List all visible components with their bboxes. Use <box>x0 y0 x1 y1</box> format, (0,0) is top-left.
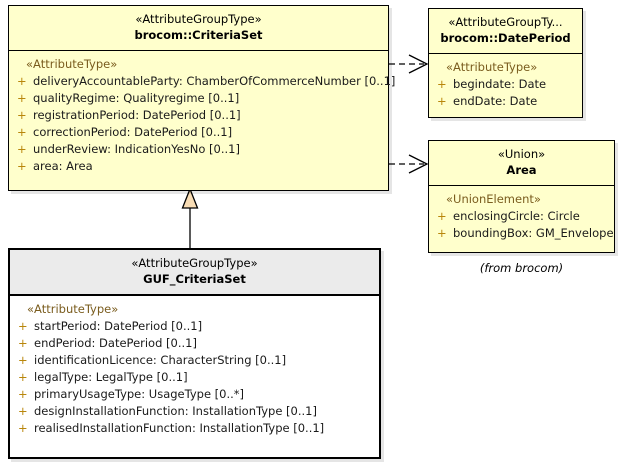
class-box-area[interactable]: «Union» Area «UnionElement» + enclosingC… <box>428 140 615 253</box>
visibility-marker: + <box>18 370 28 384</box>
class-attributes-compartment: «AttributeType» + begindate: Date + endD… <box>429 54 582 116</box>
class-stereotype: «Union» <box>497 147 546 161</box>
visibility-marker: + <box>17 142 27 156</box>
dependency-connector-dateperiod <box>389 54 429 74</box>
visibility-marker: + <box>17 74 27 88</box>
attribute-label: endDate: Date <box>453 94 538 108</box>
attribute-label: primaryUsageType: UsageType [0..*] <box>34 387 245 401</box>
class-attributes-compartment: «AttributeType» + deliveryAccountablePar… <box>9 51 395 181</box>
class-name: Area <box>506 163 537 177</box>
attribute-row[interactable]: + begindate: Date <box>433 76 578 93</box>
visibility-marker: + <box>17 159 27 173</box>
visibility-marker: + <box>18 404 28 418</box>
attribute-row[interactable]: + designInstallationFunction: Installati… <box>14 403 375 420</box>
attribute-row[interactable]: + boundingBox: GM_Envelope <box>433 225 614 242</box>
open-arrowhead-icon <box>408 154 429 174</box>
attribute-label: area: Area <box>33 159 93 173</box>
attribute-label: correctionPeriod: DatePeriod [0..1] <box>33 125 233 139</box>
attribute-group-stereotype: «AttributeType» <box>26 57 118 71</box>
attribute-row[interactable]: + enclosingCircle: Circle <box>433 208 610 225</box>
attribute-row[interactable]: + qualityRegime: Qualityregime [0..1] <box>13 90 384 107</box>
attribute-group-stereotype: «AttributeType» <box>27 302 119 316</box>
class-stereotype: «AttributeGroupType» <box>131 256 258 270</box>
attribute-label: identificationLicence: CharacterString [… <box>34 353 287 367</box>
class-attributes-compartment: «UnionElement» + enclosingCircle: Circle… <box>429 186 614 248</box>
class-stereotype: «AttributeGroupType» <box>135 12 262 26</box>
attribute-label: legalType: LegalType [0..1] <box>34 370 188 384</box>
class-stereotype: «AttributeGroupTy... <box>448 15 563 29</box>
attribute-label: enclosingCircle: Circle <box>453 209 580 223</box>
class-name: brocom::CriteriaSet <box>134 28 263 42</box>
attribute-group-stereotype: «AttributeType» <box>446 60 538 74</box>
attribute-row[interactable]: + realisedInstallationFunction: Installa… <box>14 420 375 437</box>
attribute-row[interactable]: + endDate: Date <box>433 93 578 110</box>
attribute-row[interactable]: + correctionPeriod: DatePeriod [0..1] <box>13 124 384 141</box>
attribute-row[interactable]: + legalType: LegalType [0..1] <box>14 369 375 386</box>
visibility-marker: + <box>437 226 447 240</box>
attribute-label: designInstallationFunction: Installation… <box>34 404 317 418</box>
open-arrowhead-icon <box>408 54 429 74</box>
attribute-row[interactable]: + endPeriod: DatePeriod [0..1] <box>14 335 375 352</box>
attribute-label: begindate: Date <box>453 77 547 91</box>
attribute-row[interactable]: + identificationLicence: CharacterString… <box>14 352 375 369</box>
attribute-label: startPeriod: DatePeriod [0..1] <box>34 319 203 333</box>
class-box-brocom-dateperiod[interactable]: «AttributeGroupTy... brocom::DatePeriod … <box>428 8 583 118</box>
class-box-guf-criteriaset[interactable]: «AttributeGroupType» GUF_CriteriaSet «At… <box>8 248 381 459</box>
visibility-marker: + <box>18 336 28 350</box>
visibility-marker: + <box>17 91 27 105</box>
visibility-marker: + <box>18 353 28 367</box>
visibility-marker: + <box>17 108 27 122</box>
visibility-marker: + <box>17 125 27 139</box>
class-header-brocom-dateperiod: «AttributeGroupTy... brocom::DatePeriod <box>429 9 582 54</box>
visibility-marker: + <box>18 387 28 401</box>
visibility-marker: + <box>437 94 447 108</box>
class-header-area: «Union» Area <box>429 141 614 186</box>
attribute-label: boundingBox: GM_Envelope <box>453 226 614 240</box>
class-header-brocom-criteriaset: «AttributeGroupType» brocom::CriteriaSet <box>9 6 388 51</box>
attribute-row[interactable]: + registrationPeriod: DatePeriod [0..1] <box>13 107 384 124</box>
attribute-group-stereotype: «UnionElement» <box>446 192 541 206</box>
dependency-connector-area <box>389 154 429 174</box>
attribute-label: deliveryAccountableParty: ChamberOfComme… <box>33 74 396 88</box>
visibility-marker: + <box>18 421 28 435</box>
attribute-row[interactable]: + deliveryAccountableParty: ChamberOfCom… <box>13 73 395 90</box>
attribute-row[interactable]: + area: Area <box>13 158 384 175</box>
class-header-guf-criteriaset: «AttributeGroupType» GUF_CriteriaSet <box>10 250 379 296</box>
attribute-row[interactable]: + primaryUsageType: UsageType [0..*] <box>14 386 375 403</box>
attribute-label: endPeriod: DatePeriod [0..1] <box>34 336 197 350</box>
visibility-marker: + <box>437 209 447 223</box>
attribute-label: underReview: IndicationYesNo [0..1] <box>33 142 240 156</box>
attribute-row[interactable]: + underReview: IndicationYesNo [0..1] <box>13 141 384 158</box>
class-attributes-compartment: «AttributeType» + startPeriod: DatePerio… <box>10 296 379 443</box>
attribute-label: qualityRegime: Qualityregime [0..1] <box>33 91 240 105</box>
area-package-caption: (from brocom) <box>479 261 564 275</box>
attribute-label: registrationPeriod: DatePeriod [0..1] <box>33 108 241 122</box>
generalization-triangle-icon <box>181 187 199 209</box>
attribute-row[interactable]: + startPeriod: DatePeriod [0..1] <box>14 318 375 335</box>
class-box-brocom-criteriaset[interactable]: «AttributeGroupType» brocom::CriteriaSet… <box>8 5 395 191</box>
visibility-marker: + <box>18 319 28 333</box>
generalization-connector <box>181 187 199 248</box>
attribute-label: realisedInstallationFunction: Installati… <box>34 421 325 435</box>
class-name: brocom::DatePeriod <box>440 31 571 45</box>
class-name: GUF_CriteriaSet <box>143 272 246 286</box>
visibility-marker: + <box>437 77 447 91</box>
